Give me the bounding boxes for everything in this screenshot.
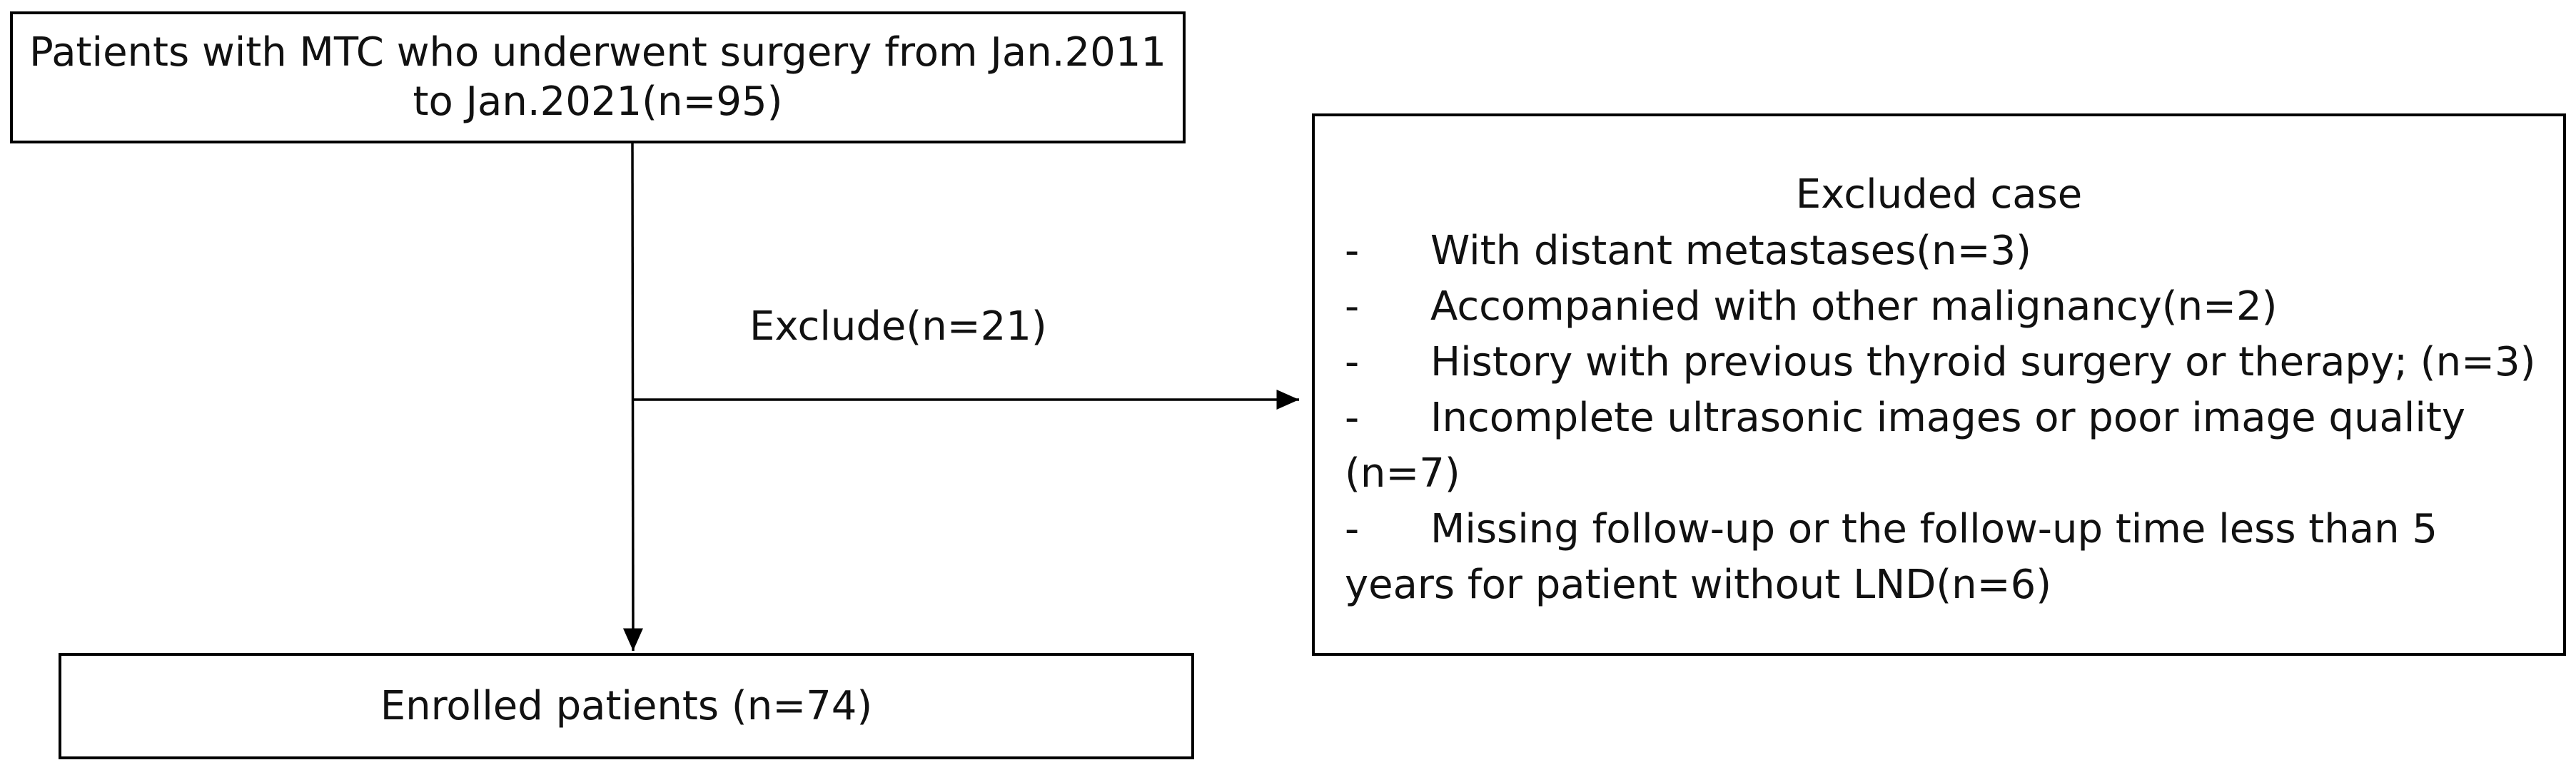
excluded-case-item: - Accompanied with other malignancy(n=2) bbox=[1345, 279, 2551, 335]
source-population-box: Patients with MTC who underwent surgery … bbox=[10, 11, 1186, 143]
bullet-dash: - bbox=[1345, 283, 1360, 330]
excluded-cases-box: Excluded case - With distant metastases(… bbox=[1312, 113, 2566, 656]
bullet-dash: - bbox=[1345, 228, 1360, 274]
enrolled-patients-box: Enrolled patients (n=74) bbox=[59, 653, 1194, 759]
excluded-case-item: - History with previous thyroid surgery … bbox=[1345, 335, 2551, 390]
bullet-dash: - bbox=[1345, 395, 1360, 441]
bullet-dash: - bbox=[1345, 339, 1360, 385]
excluded-case-text: Accompanied with other malignancy(n=2) bbox=[1430, 283, 2278, 330]
vertical-connector-arrow bbox=[622, 143, 643, 652]
excluded-case-item: - Missing follow-up or the follow-up tim… bbox=[1345, 502, 2551, 613]
excluded-cases-list: - With distant metastases(n=3) - Accompa… bbox=[1345, 223, 2551, 613]
excluded-case-text: History with previous thyroid surgery or… bbox=[1430, 339, 2536, 385]
enrolled-patients-label: Enrolled patients (n=74) bbox=[380, 683, 873, 729]
excluded-cases-title: Excluded case bbox=[1795, 171, 2083, 218]
source-population-line-2: to Jan.2021(n=95) bbox=[413, 78, 783, 125]
excluded-case-text: With distant metastases(n=3) bbox=[1430, 228, 2032, 274]
excluded-case-item: - With distant metastases(n=3) bbox=[1345, 223, 2551, 279]
bullet-dash: - bbox=[1345, 506, 1360, 552]
exclude-count-label: Exclude(n=21) bbox=[749, 303, 1047, 350]
excluded-case-item: - Incomplete ultrasonic images or poor i… bbox=[1345, 390, 2551, 502]
excluded-case-text: Incomplete ultrasonic images or poor ima… bbox=[1345, 395, 2465, 497]
source-population-line-1: Patients with MTC who underwent surgery … bbox=[29, 29, 1167, 76]
excluded-case-text: Missing follow-up or the follow-up time … bbox=[1345, 506, 2438, 608]
